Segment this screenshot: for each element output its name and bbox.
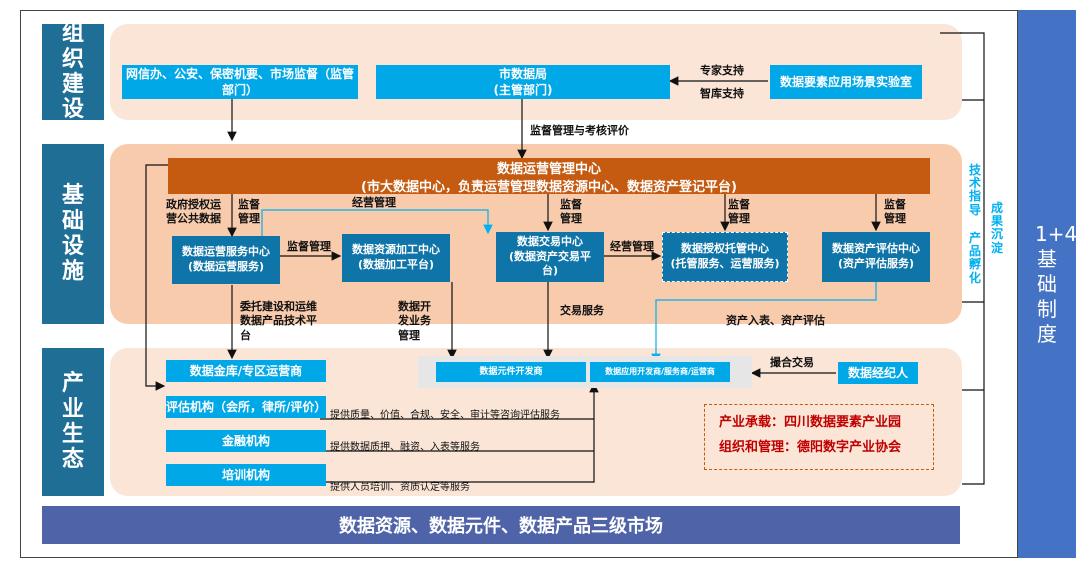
finance-box: 金融机构 bbox=[166, 430, 326, 452]
exchange-center-box: 数据交易中心 (数据资产交易平 台) bbox=[496, 232, 604, 282]
service-center-box: 数据运营服务中心 (数据运营服务) bbox=[172, 236, 280, 284]
custody-center-title: 数据授权托管中心 bbox=[681, 242, 769, 256]
entrusted-line3: 台 bbox=[240, 328, 251, 342]
section-eco: 产业生态 bbox=[42, 348, 104, 496]
basic-system-bar: 1+4+N 基础制度 bbox=[1018, 10, 1080, 558]
eval-center-subtitle: (资产评估服务) bbox=[837, 257, 915, 270]
exchange-center-subtitle-2: 台) bbox=[541, 264, 559, 278]
supervise-label-d: 监督管理 bbox=[884, 198, 906, 226]
custody-center-subtitle: (托管服务、运营服务) bbox=[670, 257, 780, 270]
supervise-label-c: 监督管理 bbox=[728, 198, 750, 226]
regulators-text: 网信办、公安、保密机要、市场监督（监管部门） bbox=[125, 66, 354, 97]
evaluators-text: 评估机构（会所，律所/评价） bbox=[166, 399, 327, 414]
eval-center-box: 数据资产评估中心 (资产评估服务) bbox=[822, 232, 930, 282]
incubation-note: 产品孵化 bbox=[968, 231, 981, 285]
app-dev-text: 数据应用开发商/服务商/运营商 bbox=[605, 366, 715, 376]
processing-center-box: 数据资源加工中心 (数据加工平台) bbox=[342, 234, 450, 282]
evaluators-box: 评估机构（会所，律所/评价） bbox=[166, 396, 326, 418]
supervise-label-e: 监督管理 bbox=[287, 240, 331, 253]
service-center-title: 数据运营服务中心 bbox=[182, 245, 270, 259]
park-text: 产业承载：四川数据要素产业园 bbox=[719, 415, 902, 430]
ops-center-title: 数据运营管理中心 bbox=[496, 162, 601, 177]
exchange-center-subtitle: (数据资产交易平 bbox=[508, 249, 592, 263]
dev-biz-line1: 数据开 bbox=[398, 300, 431, 313]
ops-center-bar: 数据运营管理中心 (市大数据中心，负责运营管理数据资源中心、数据资产登记平台) bbox=[168, 158, 930, 196]
entrusted-label: 委托建设和运维 数据产品技术平 台 bbox=[240, 300, 332, 343]
matchmaking-label: 撮合交易 bbox=[770, 356, 814, 369]
supervision-eval-label: 监督管理与考核评价 bbox=[530, 124, 629, 137]
trade-service-label: 交易服务 bbox=[560, 304, 604, 317]
vault-text: 数据金库/专区运营商 bbox=[189, 363, 303, 378]
lab-text: 数据要素应用场景实验室 bbox=[779, 74, 912, 89]
dev-biz-line3: 管理 bbox=[398, 328, 420, 342]
supervise-label-a: 监督管理 bbox=[238, 198, 260, 226]
processing-center-title: 数据资源加工中心 bbox=[352, 243, 440, 257]
ops-center-subtitle: (市大数据中心，负责运营管理数据资源中心、数据资产登记平台) bbox=[361, 180, 737, 196]
outcome-note: 成果沉淀 bbox=[990, 201, 1003, 255]
expert-support-label: 专家支持 bbox=[700, 64, 744, 77]
training-box: 培训机构 bbox=[166, 464, 326, 486]
data-bureau-subtitle: (主管部门) bbox=[493, 83, 553, 97]
broker-box: 数据经纪人 bbox=[838, 362, 918, 384]
section-infra-label: 基础设施 bbox=[61, 183, 84, 285]
data-bureau-title: 市数据局 bbox=[498, 66, 547, 81]
eval-center-title: 数据资产评估中心 bbox=[832, 242, 920, 256]
exchange-center-title: 数据交易中心 bbox=[517, 234, 583, 248]
association-text: 组织和管理：德阳数字产业协会 bbox=[719, 439, 902, 455]
element-dev-box: 数据元件开发商 bbox=[436, 362, 586, 382]
section-infra: 基础设施 bbox=[42, 144, 104, 324]
entrusted-line2: 数据产品技术平 bbox=[240, 314, 317, 328]
tech-guide-note: 技术指导 bbox=[968, 163, 981, 217]
training-services-label: 提供人员培训、资质认定等服务 bbox=[330, 482, 470, 493]
service-center-subtitle: (数据运营服务) bbox=[187, 260, 265, 273]
training-text: 培训机构 bbox=[221, 467, 270, 482]
finance-text: 金融机构 bbox=[221, 433, 270, 448]
basic-system-label: 1+4+N 基础制度 bbox=[1035, 221, 1080, 346]
gov-auth-line1: 政府授权运 bbox=[166, 198, 221, 211]
custody-center-box: 数据授权托管中心 (托管服务、运营服务) bbox=[662, 232, 788, 282]
app-dev-box: 数据应用开发商/服务商/运营商 bbox=[590, 362, 730, 382]
broker-text: 数据经纪人 bbox=[847, 365, 908, 380]
dev-biz-label: 数据开 发业务 管理 bbox=[398, 300, 446, 343]
regulators-box: 网信办、公安、保密机要、市场监督（监管部门） bbox=[122, 65, 358, 99]
vault-box: 数据金库/专区运营商 bbox=[166, 360, 326, 382]
carrier-box: 产业承载：四川数据要素产业园 组织和管理：德阳数字产业协会 bbox=[704, 404, 934, 470]
gov-auth-label: 政府授权运 营公共数据 bbox=[166, 198, 228, 227]
entrusted-line1: 委托建设和运维 bbox=[240, 300, 317, 313]
biz-mgmt-label-2: 经营管理 bbox=[610, 240, 654, 253]
section-org: 组织建设 bbox=[42, 21, 104, 123]
dev-biz-line2: 发业务 bbox=[398, 314, 431, 328]
market-bar-label: 数据资源、数据元件、数据产品三级市场 bbox=[339, 516, 663, 537]
eval-services-label: 提供质量、价值、合规、安全、审计等咨询评估服务 bbox=[330, 410, 560, 421]
think-tank-label: 智库支持 bbox=[700, 87, 744, 100]
data-bureau-box: 市数据局 (主管部门) bbox=[376, 65, 670, 99]
gov-auth-line2: 营公共数据 bbox=[166, 212, 221, 226]
processing-center-subtitle: (数据加工平台) bbox=[357, 258, 435, 271]
section-eco-label: 产业生态 bbox=[61, 371, 84, 473]
finance-services-label: 提供数据质押、融资、入表等服务 bbox=[330, 442, 480, 453]
asset-eval-label: 资产入表、资产评估 bbox=[726, 314, 825, 327]
market-bar: 数据资源、数据元件、数据产品三级市场 bbox=[42, 506, 960, 544]
biz-mgmt-label: 经营管理 bbox=[352, 196, 396, 209]
lab-box: 数据要素应用场景实验室 bbox=[770, 65, 922, 99]
supervise-label-b: 监督管理 bbox=[560, 198, 582, 226]
section-org-label: 组织建设 bbox=[61, 21, 84, 123]
element-dev-text: 数据元件开发商 bbox=[479, 366, 543, 377]
